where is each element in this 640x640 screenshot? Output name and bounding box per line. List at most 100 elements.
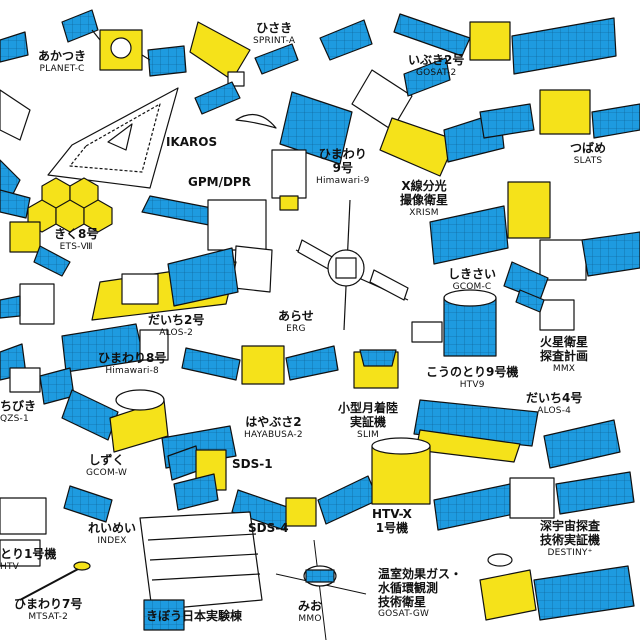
label-himawari9-en: Himawari-9 [316, 175, 370, 186]
himawari7-satellite [19, 561, 91, 601]
label-kiku8-jp: きく8号 [54, 227, 99, 241]
label-shikisai-en: GCOM-C [452, 281, 492, 292]
label-akatsuki-en: PLANET-C [39, 63, 85, 74]
label-kibo-jp: きぼう日本実験棟 [146, 609, 243, 623]
label-himawari8: ひまわり8号 Himawari-8 [98, 351, 167, 376]
label-destiny: 深宇宙探査 技術実証機 DESTINY⁺ [540, 519, 601, 558]
label-mio-en: MMO [298, 613, 322, 624]
label-htv9-jp: こうのとり9号機 [426, 365, 519, 379]
label-tsubame-jp: つばめ [570, 141, 607, 155]
label-gosat-gw-en: GOSAT-GW [378, 609, 430, 620]
label-reimei-en: INDEX [97, 535, 127, 546]
htvx-satellite [317, 437, 431, 525]
kiku8-satellite [0, 177, 113, 277]
label-gosat-gw-jp3: 技術衛星 [378, 594, 427, 609]
label-destiny-en: DESTINY⁺ [547, 547, 593, 558]
sds4-satellite [231, 489, 317, 531]
label-slim-jp2: 実証機 [350, 414, 387, 429]
label-mmx-jp2: 探査計画 [540, 348, 589, 363]
label-shikisai-jp: しきさい [448, 267, 497, 281]
label-mmx-en: MMX [552, 363, 576, 374]
label-xrism-jp2: 撮像衛星 [400, 192, 449, 207]
label-destiny-jp: 深宇宙探査 [540, 519, 601, 533]
label-sds1: SDS-1 [232, 457, 273, 472]
himawari8-satellite [61, 323, 169, 373]
label-sds1-jp: SDS-1 [232, 457, 273, 471]
label-akatsuki: あかつき PLANET-C [38, 49, 87, 74]
label-shizuku-jp: しずく [88, 453, 125, 467]
label-htv9-en: HTV9 [459, 379, 485, 390]
label-slim-en: SLIM [357, 429, 379, 440]
label-sds4-jp: SDS-4 [248, 521, 289, 535]
ibuki2-satellite [393, 13, 617, 75]
slim-lander [353, 349, 399, 389]
label-daichi2: だいち2号 ALOS-2 [148, 313, 204, 338]
himawari9-satellite [235, 91, 353, 211]
arase-satellite [295, 199, 409, 331]
label-ikaros: IKAROS [166, 135, 218, 150]
label-hisaki-jp: ひさき [256, 21, 293, 35]
kibo-module [139, 511, 263, 631]
label-akatsuki-jp: あかつき [38, 49, 87, 63]
label-shizuku: しずく GCOM-W [86, 453, 127, 478]
label-ibuki2-en: GOSAT-2 [415, 67, 457, 78]
label-htv9: こうのとり9号機 HTV9 [426, 365, 519, 390]
label-himawari9-jp: ひまわり [318, 147, 367, 161]
reimei-satellite [0, 485, 113, 535]
label-daichi2-en: ALOS-2 [159, 327, 194, 338]
label-michibiki: ちびき QZS-1 [0, 399, 37, 424]
ikaros-sail [47, 87, 179, 189]
label-himawari7-en: MTSAT-2 [28, 611, 68, 622]
label-gpm-dpr: GPM/DPR [188, 175, 251, 190]
label-xrism: X線分光 撮像衛星 XRISM [400, 179, 449, 218]
label-tsubame: つばめ SLATS [570, 141, 607, 166]
label-michibiki-en: QZS-1 [0, 413, 29, 424]
label-arase-jp: あらせ [278, 309, 314, 323]
label-slim-jp: 小型月着陸 [338, 401, 399, 415]
label-mio-jp: みお [298, 599, 323, 613]
gosat-gw-satellite [479, 553, 635, 621]
label-htvx-jp2: 1号機 [375, 520, 409, 535]
label-himawari8-jp: ひまわり8号 [98, 351, 167, 365]
label-himawari9-jp2: 9号 [332, 160, 353, 175]
label-htv: とり1号機 HTV [0, 547, 57, 572]
label-shikisai: しきさい GCOM-C [448, 267, 497, 292]
label-sds4: SDS-4 [248, 521, 289, 536]
michibiki-satellite [0, 343, 75, 405]
label-daichi4-en: ALOS-4 [537, 405, 572, 416]
label-arase: あらせ ERG [278, 309, 314, 334]
label-mmx: 火星衛星 探査計画 MMX [540, 335, 589, 374]
label-kiku8-en: ETS-Ⅷ [59, 241, 93, 252]
label-gosat-gw: 温室効果ガス・ 水循環観測 技術衛星 GOSAT-GW [378, 567, 462, 620]
destiny-plus-satellite [433, 471, 635, 531]
label-destiny-jp2: 技術実証機 [540, 532, 601, 547]
label-mio: みお MMO [298, 599, 323, 624]
label-kibo: きぼう日本実験棟 [146, 609, 243, 624]
label-tsubame-en: SLATS [573, 155, 603, 166]
label-htvx-jp: HTV-X [372, 507, 412, 521]
htv9-satellite [411, 289, 497, 357]
label-xrism-jp: X線分光 [401, 179, 447, 193]
label-himawari7: ひまわり7号 MTSAT-2 [14, 597, 83, 622]
label-xrism-en: XRISM [409, 207, 439, 218]
label-gosat-gw-jp2: 水循環観測 [378, 580, 439, 595]
label-reimei: れいめい INDEX [88, 521, 136, 546]
label-gpm-dpr-jp: GPM/DPR [188, 175, 251, 189]
label-htv-jp: とり1号機 [0, 547, 57, 561]
mmo-probe [275, 539, 367, 640]
label-htv-en: HTV [0, 561, 20, 572]
label-daichi4: だいち4号 ALOS-4 [526, 391, 582, 416]
label-slim: 小型月着陸 実証機 SLIM [338, 401, 399, 440]
label-arase-en: ERG [286, 323, 306, 334]
left-satellite-2 [0, 283, 55, 325]
label-hayabusa2-jp: はやぶさ2 [245, 415, 302, 429]
daichi2-satellite [91, 247, 239, 321]
label-ikaros-jp: IKAROS [166, 135, 218, 149]
label-michibiki-jp: ちびき [0, 399, 37, 413]
label-himawari7-jp: ひまわり7号 [14, 597, 83, 611]
label-ibuki2: いぶき2号 GOSAT-2 [408, 53, 464, 78]
hisaki-satellite [189, 19, 373, 115]
htv-satellite [0, 539, 41, 567]
akatsuki-satellite [61, 9, 187, 77]
